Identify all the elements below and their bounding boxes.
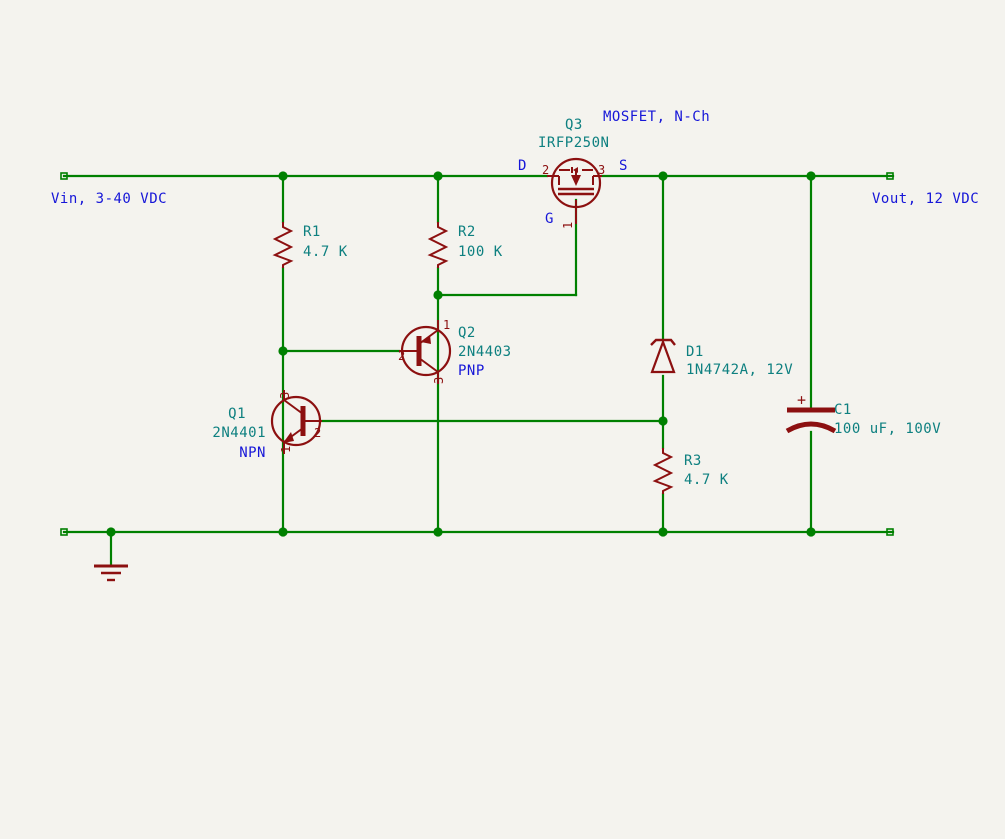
q2-emitter-arrow	[421, 335, 431, 344]
label-d1-ref: D1	[686, 344, 704, 360]
symbol-ground[interactable]	[94, 564, 128, 582]
port-gnd-right[interactable]	[886, 528, 894, 536]
port-layer	[60, 172, 894, 536]
label-q3-pin-1: 1	[561, 222, 575, 229]
label-q1-pin-2: 2	[314, 426, 321, 440]
junction-r1-gnd	[278, 527, 288, 537]
q2-collector-slant	[418, 357, 439, 373]
label-r1-ref: R1	[303, 224, 321, 240]
label-q3-pin-g: G	[545, 211, 554, 227]
label-q2-pin-1: 1	[443, 318, 450, 332]
label-q3-ref: Q3	[565, 117, 583, 133]
symbol-d1-zener[interactable]	[650, 338, 676, 374]
label-r2-ref: R2	[458, 224, 476, 240]
label-q1-ref: Q1	[228, 406, 246, 422]
junction-layer	[106, 171, 816, 537]
label-d1-value: 1N4742A, 12V	[686, 362, 793, 378]
symbol-c1-capacitor[interactable]	[785, 407, 837, 434]
c1-plate-negative	[785, 421, 837, 434]
label-c1-ref: C1	[834, 402, 852, 418]
junction-r3-gnd	[658, 527, 668, 537]
symbol-r1[interactable]	[272, 222, 294, 268]
label-q3-pin-2: 2	[542, 163, 549, 177]
label-q2-pin-3: 3	[432, 377, 446, 384]
label-q2-pin-2: 2	[398, 349, 405, 363]
symbol-q3-mosfet[interactable]	[547, 157, 602, 224]
d1-cathode-bar	[650, 338, 676, 346]
r2-zigzag	[427, 222, 449, 268]
symbol-r3[interactable]	[652, 448, 674, 494]
label-q3-pin-d: D	[518, 158, 527, 174]
symbol-q2-pnp[interactable]	[399, 320, 452, 384]
junction-r2-gnd	[433, 527, 443, 537]
label-q3-pin-s: S	[619, 158, 628, 174]
port-gnd-left[interactable]	[60, 528, 68, 536]
r1-zigzag	[272, 222, 294, 268]
q1-collector-slant	[283, 399, 304, 415]
label-r3-value: 4.7 K	[684, 472, 729, 488]
port-vin[interactable]	[60, 172, 68, 180]
label-q2-ref: Q2	[458, 325, 476, 341]
symbol-q1-npn[interactable]	[270, 390, 322, 454]
label-q2-note: PNP	[458, 363, 485, 379]
r3-zigzag	[652, 448, 674, 494]
port-vout[interactable]	[886, 172, 894, 180]
q3-channel-arrow	[571, 175, 581, 186]
label-q1-note: NPN	[239, 445, 266, 461]
symbol-r2[interactable]	[427, 222, 449, 268]
junction-c1-vout	[806, 171, 816, 181]
label-c1-plus: +	[797, 391, 806, 409]
label-q2-value: 2N4403	[458, 344, 512, 360]
label-r3-ref: R3	[684, 453, 702, 469]
label-c1-value: 100 uF, 100V	[834, 421, 941, 437]
junction-r1-vin	[278, 171, 288, 181]
label-r1-value: 4.7 K	[303, 244, 348, 260]
junction-gate-r2	[433, 290, 443, 300]
junction-q2-base-r1	[278, 346, 288, 356]
label-r2-value: 100 K	[458, 244, 503, 260]
label-q1-pin-1: 1	[279, 446, 293, 453]
d1-triangle	[650, 338, 676, 374]
junction-gnd-stub	[106, 527, 116, 537]
junction-c1-gnd	[806, 527, 816, 537]
label-q3-note: MOSFET, N-Ch	[603, 109, 710, 125]
label-q3-value: IRFP250N	[538, 135, 609, 151]
label-q3-pin-3: 3	[598, 163, 605, 177]
wire-layer	[62, 174, 895, 567]
label-vin: Vin, 3-40 VDC	[51, 191, 167, 207]
junction-q1-base-d1	[658, 416, 668, 426]
junction-d1-vout	[658, 171, 668, 181]
q1-emitter-arrow	[283, 432, 294, 443]
label-q1-pin-3: 3	[278, 392, 292, 399]
label-vout: Vout, 12 VDC	[872, 191, 979, 207]
label-q1-value: 2N4401	[212, 425, 266, 441]
junction-r2-vin	[433, 171, 443, 181]
